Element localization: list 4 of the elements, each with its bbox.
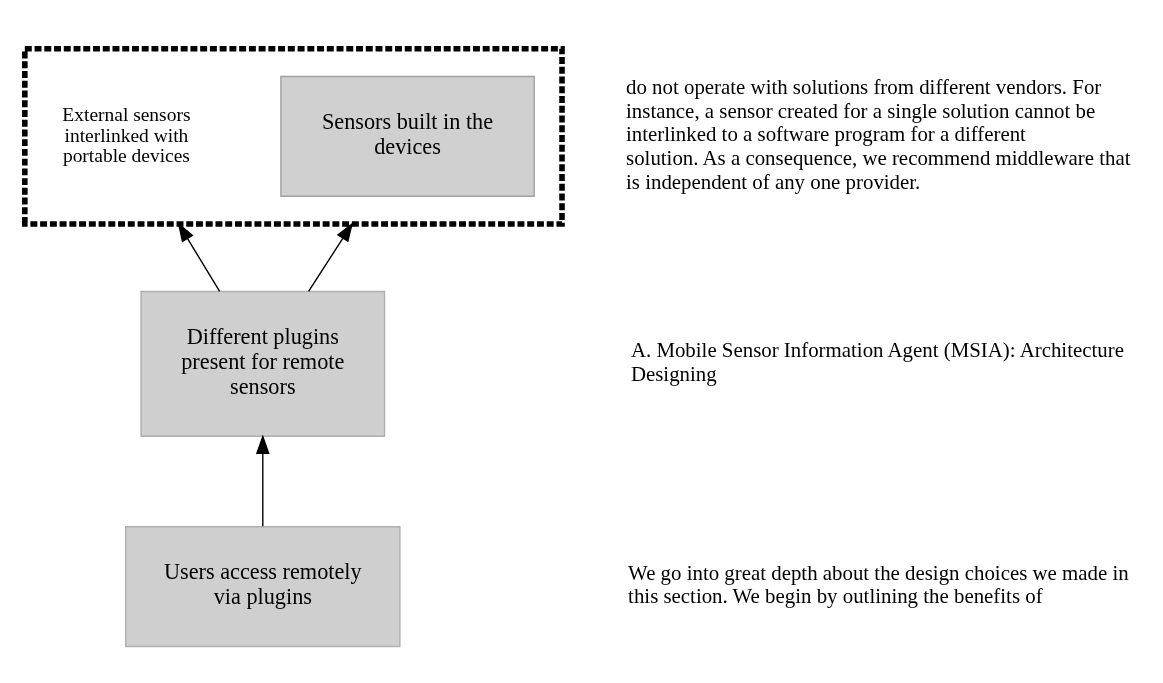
label: do not operate with solutions from different vendors. For instance, a sensor created for a single solution cannot be interlinked to a software program for a different solution. As a consequence, we recommend middleware that is independent of any one provider. (626, 74, 1131, 194)
label: A. Mobile Sensor Information Agent (MSIA): Architecture Designing (630, 337, 1124, 386)
label: We go into great depth about the design choices we made in this section. We begin by outlining the benefits of (628, 560, 1129, 608)
node-text: External sensors interlinked with portable devices (62, 103, 191, 166)
